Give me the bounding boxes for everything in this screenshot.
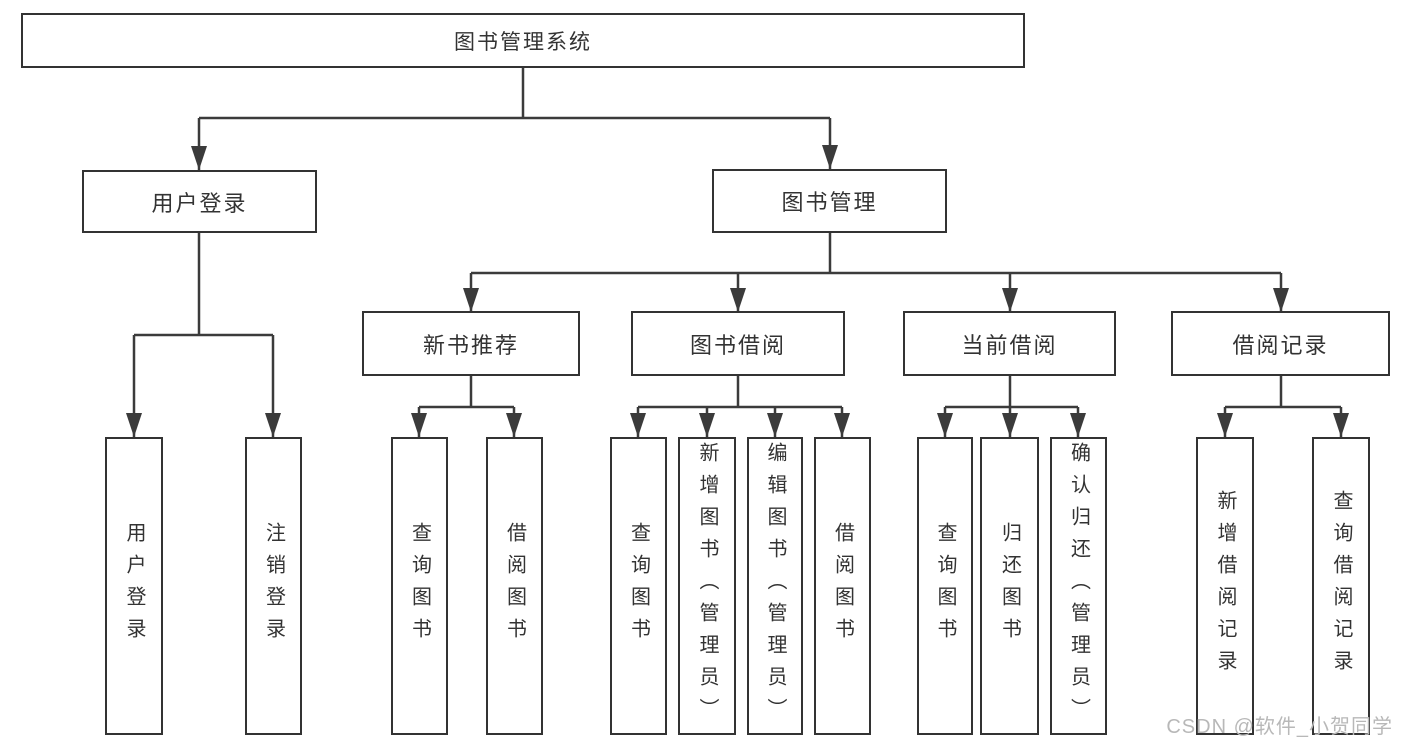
node-cb-query-books: 查询图书 <box>917 437 973 735</box>
node-root-label: 图书管理系统 <box>454 30 592 54</box>
node-nb-borrow-books: 借阅图书 <box>486 437 543 735</box>
node-cb-return-books: 归还图书 <box>980 437 1039 735</box>
node-book-borrowing: 图书借阅 <box>631 311 845 376</box>
node-bb-borrow-books: 借阅图书 <box>814 437 871 735</box>
node-user-login: 用户登录 <box>82 170 317 233</box>
node-logout-label: 注销登录 <box>262 522 285 650</box>
node-br-add-record: 新增借阅记录 <box>1196 437 1254 735</box>
node-logout: 注销登录 <box>245 437 302 735</box>
node-cb-confirm-return-admin: 确认归还（管理员） <box>1050 437 1107 735</box>
node-bb-add-books-admin: 新增图书（管理员） <box>678 437 736 735</box>
node-borrowing-records: 借阅记录 <box>1171 311 1390 376</box>
node-bb-query-books: 查询图书 <box>610 437 667 735</box>
node-current-borrowing: 当前借阅 <box>903 311 1116 376</box>
node-new-book-recommend-label: 新书推荐 <box>422 332 519 358</box>
node-cb-confirm-return-admin-label: 确认归还（管理员） <box>1067 442 1090 730</box>
node-cb-return-books-label: 归还图书 <box>998 522 1021 650</box>
node-user-login-leaf: 用户登录 <box>105 437 163 735</box>
node-bb-add-books-admin-label: 新增图书（管理员） <box>696 442 718 730</box>
node-nb-query-books-label: 查询图书 <box>408 522 431 650</box>
node-br-query-record-label: 查询借阅记录 <box>1330 490 1352 682</box>
node-bb-query-books-label: 查询图书 <box>627 522 650 650</box>
node-bb-edit-books-admin: 编辑图书（管理员） <box>747 437 803 735</box>
node-nb-borrow-books-label: 借阅图书 <box>503 522 526 650</box>
node-root: 图书管理系统 <box>21 13 1025 68</box>
node-current-borrowing-label: 当前借阅 <box>961 332 1058 358</box>
node-book-management-label: 图书管理 <box>781 190 878 215</box>
node-br-query-record: 查询借阅记录 <box>1312 437 1370 735</box>
node-borrowing-records-label: 借阅记录 <box>1232 332 1329 358</box>
node-br-add-record-label: 新增借阅记录 <box>1214 490 1236 682</box>
node-book-management: 图书管理 <box>712 169 947 233</box>
node-cb-query-books-label: 查询图书 <box>934 522 956 650</box>
node-bb-edit-books-admin-label: 编辑图书（管理员） <box>764 442 786 730</box>
node-user-login-leaf-label: 用户登录 <box>123 522 145 650</box>
arrowheads <box>126 145 1349 437</box>
node-bb-borrow-books-label: 借阅图书 <box>831 522 854 650</box>
watermark: CSDN @软件_小贺同学 <box>1166 716 1393 738</box>
node-book-borrowing-label: 图书借阅 <box>689 332 786 358</box>
node-new-book-recommend: 新书推荐 <box>362 311 580 376</box>
tree-edges <box>132 68 1343 437</box>
node-nb-query-books: 查询图书 <box>391 437 448 735</box>
node-user-login-label: 用户登录 <box>151 190 248 216</box>
